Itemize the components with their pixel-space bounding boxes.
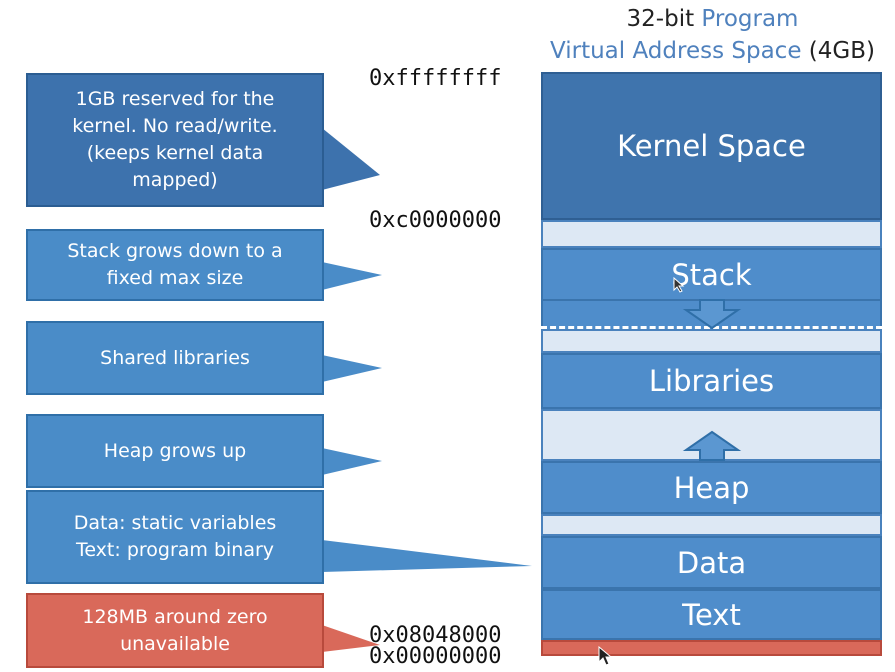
cursor-icon	[673, 277, 685, 293]
callout-zero-text: 128MB around zero unavailable	[82, 605, 268, 655]
title-virtual-address-space: Virtual Address Space	[550, 38, 802, 64]
callout-heap: Heap grows up	[26, 414, 324, 488]
address-text-start: 0x08048000	[369, 623, 502, 648]
memory-text-label: Text	[682, 597, 741, 632]
kernel-callout-tail	[322, 128, 380, 190]
memory-gap-below-heap	[541, 514, 882, 536]
address-kernel-start: 0xc0000000	[369, 208, 502, 233]
callout-shared-libraries: Shared libraries	[26, 321, 324, 395]
diagram-title-line-2: Virtual Address Space (4GB)	[540, 36, 885, 66]
callout-heap-text: Heap grows up	[103, 439, 247, 462]
address-zero: 0x00000000	[369, 644, 502, 669]
callout-stack-text: Stack grows down to a fixed max size	[67, 240, 283, 289]
memory-heap: Heap	[541, 461, 882, 514]
callout-kernel: 1GB reserved for the kernel. No read/wri…	[26, 73, 324, 207]
memory-data-label: Data	[676, 545, 747, 580]
memory-text: Text	[541, 589, 882, 640]
callout-data-text: Data: static variables Text: program bin…	[26, 490, 324, 584]
zero-callout-tail	[322, 625, 380, 652]
shared-callout-tail	[322, 355, 382, 382]
cursor-icon-bottom	[598, 646, 612, 666]
stack-callout-tail	[322, 262, 382, 290]
memory-unavailable-zero-region	[541, 640, 882, 656]
heap-callout-tail	[322, 448, 382, 475]
callout-datatext-text: Data: static variables Text: program bin…	[73, 512, 277, 561]
memory-stack: Stack	[541, 248, 882, 301]
memory-gap-below-kernel	[541, 220, 882, 248]
datatext-callout-tail	[322, 540, 532, 572]
memory-heap-label: Heap	[673, 470, 750, 505]
memory-stack-label: Stack	[671, 257, 752, 292]
memory-gap-below-stack	[541, 329, 882, 353]
heap-grows-up-arrow-icon	[682, 430, 742, 461]
diagram-title-line-1: 32-bit Program	[540, 4, 885, 34]
memory-libraries: Libraries	[541, 353, 882, 409]
title-program: Program	[701, 6, 799, 32]
memory-kernel-label: Kernel Space	[617, 129, 806, 163]
stack-grows-down-arrow-icon	[682, 299, 742, 330]
memory-libraries-label: Libraries	[648, 364, 775, 398]
callout-zero-page: 128MB around zero unavailable	[26, 593, 324, 668]
memory-data: Data	[541, 536, 882, 589]
title-size: (4GB)	[801, 38, 875, 64]
callout-stack: Stack grows down to a fixed max size	[26, 229, 324, 301]
callout-kernel-text: 1GB reserved for the kernel. No read/wri…	[72, 88, 278, 191]
memory-kernel-space: Kernel Space	[541, 72, 882, 220]
title-prefix: 32-bit	[626, 6, 702, 32]
address-top: 0xffffffff	[369, 66, 502, 91]
callout-shared-text: Shared libraries	[100, 346, 250, 369]
